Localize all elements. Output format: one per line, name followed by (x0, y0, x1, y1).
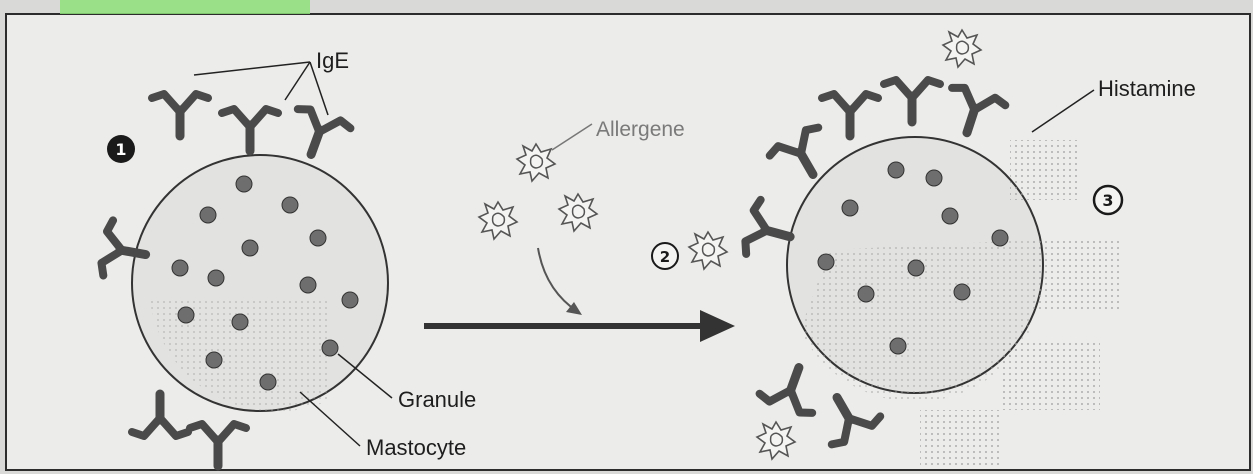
label-mastocyte: Mastocyte (366, 435, 466, 460)
svg-text:1: 1 (115, 140, 126, 159)
label-histamine: Histamine (1098, 76, 1196, 101)
label-granule: Granule (398, 387, 476, 412)
label-ige: IgE (316, 48, 349, 73)
step-2-marker: 2 (652, 243, 678, 269)
mastocyte-left (132, 155, 388, 412)
step-1-marker: 1 (107, 135, 135, 163)
svg-text:3: 3 (1102, 191, 1113, 210)
svg-text:2: 2 (660, 248, 670, 266)
label-allergene: Allergene (596, 118, 685, 141)
highlighter-mark (60, 0, 310, 14)
step-3-marker: 3 (1094, 186, 1122, 214)
